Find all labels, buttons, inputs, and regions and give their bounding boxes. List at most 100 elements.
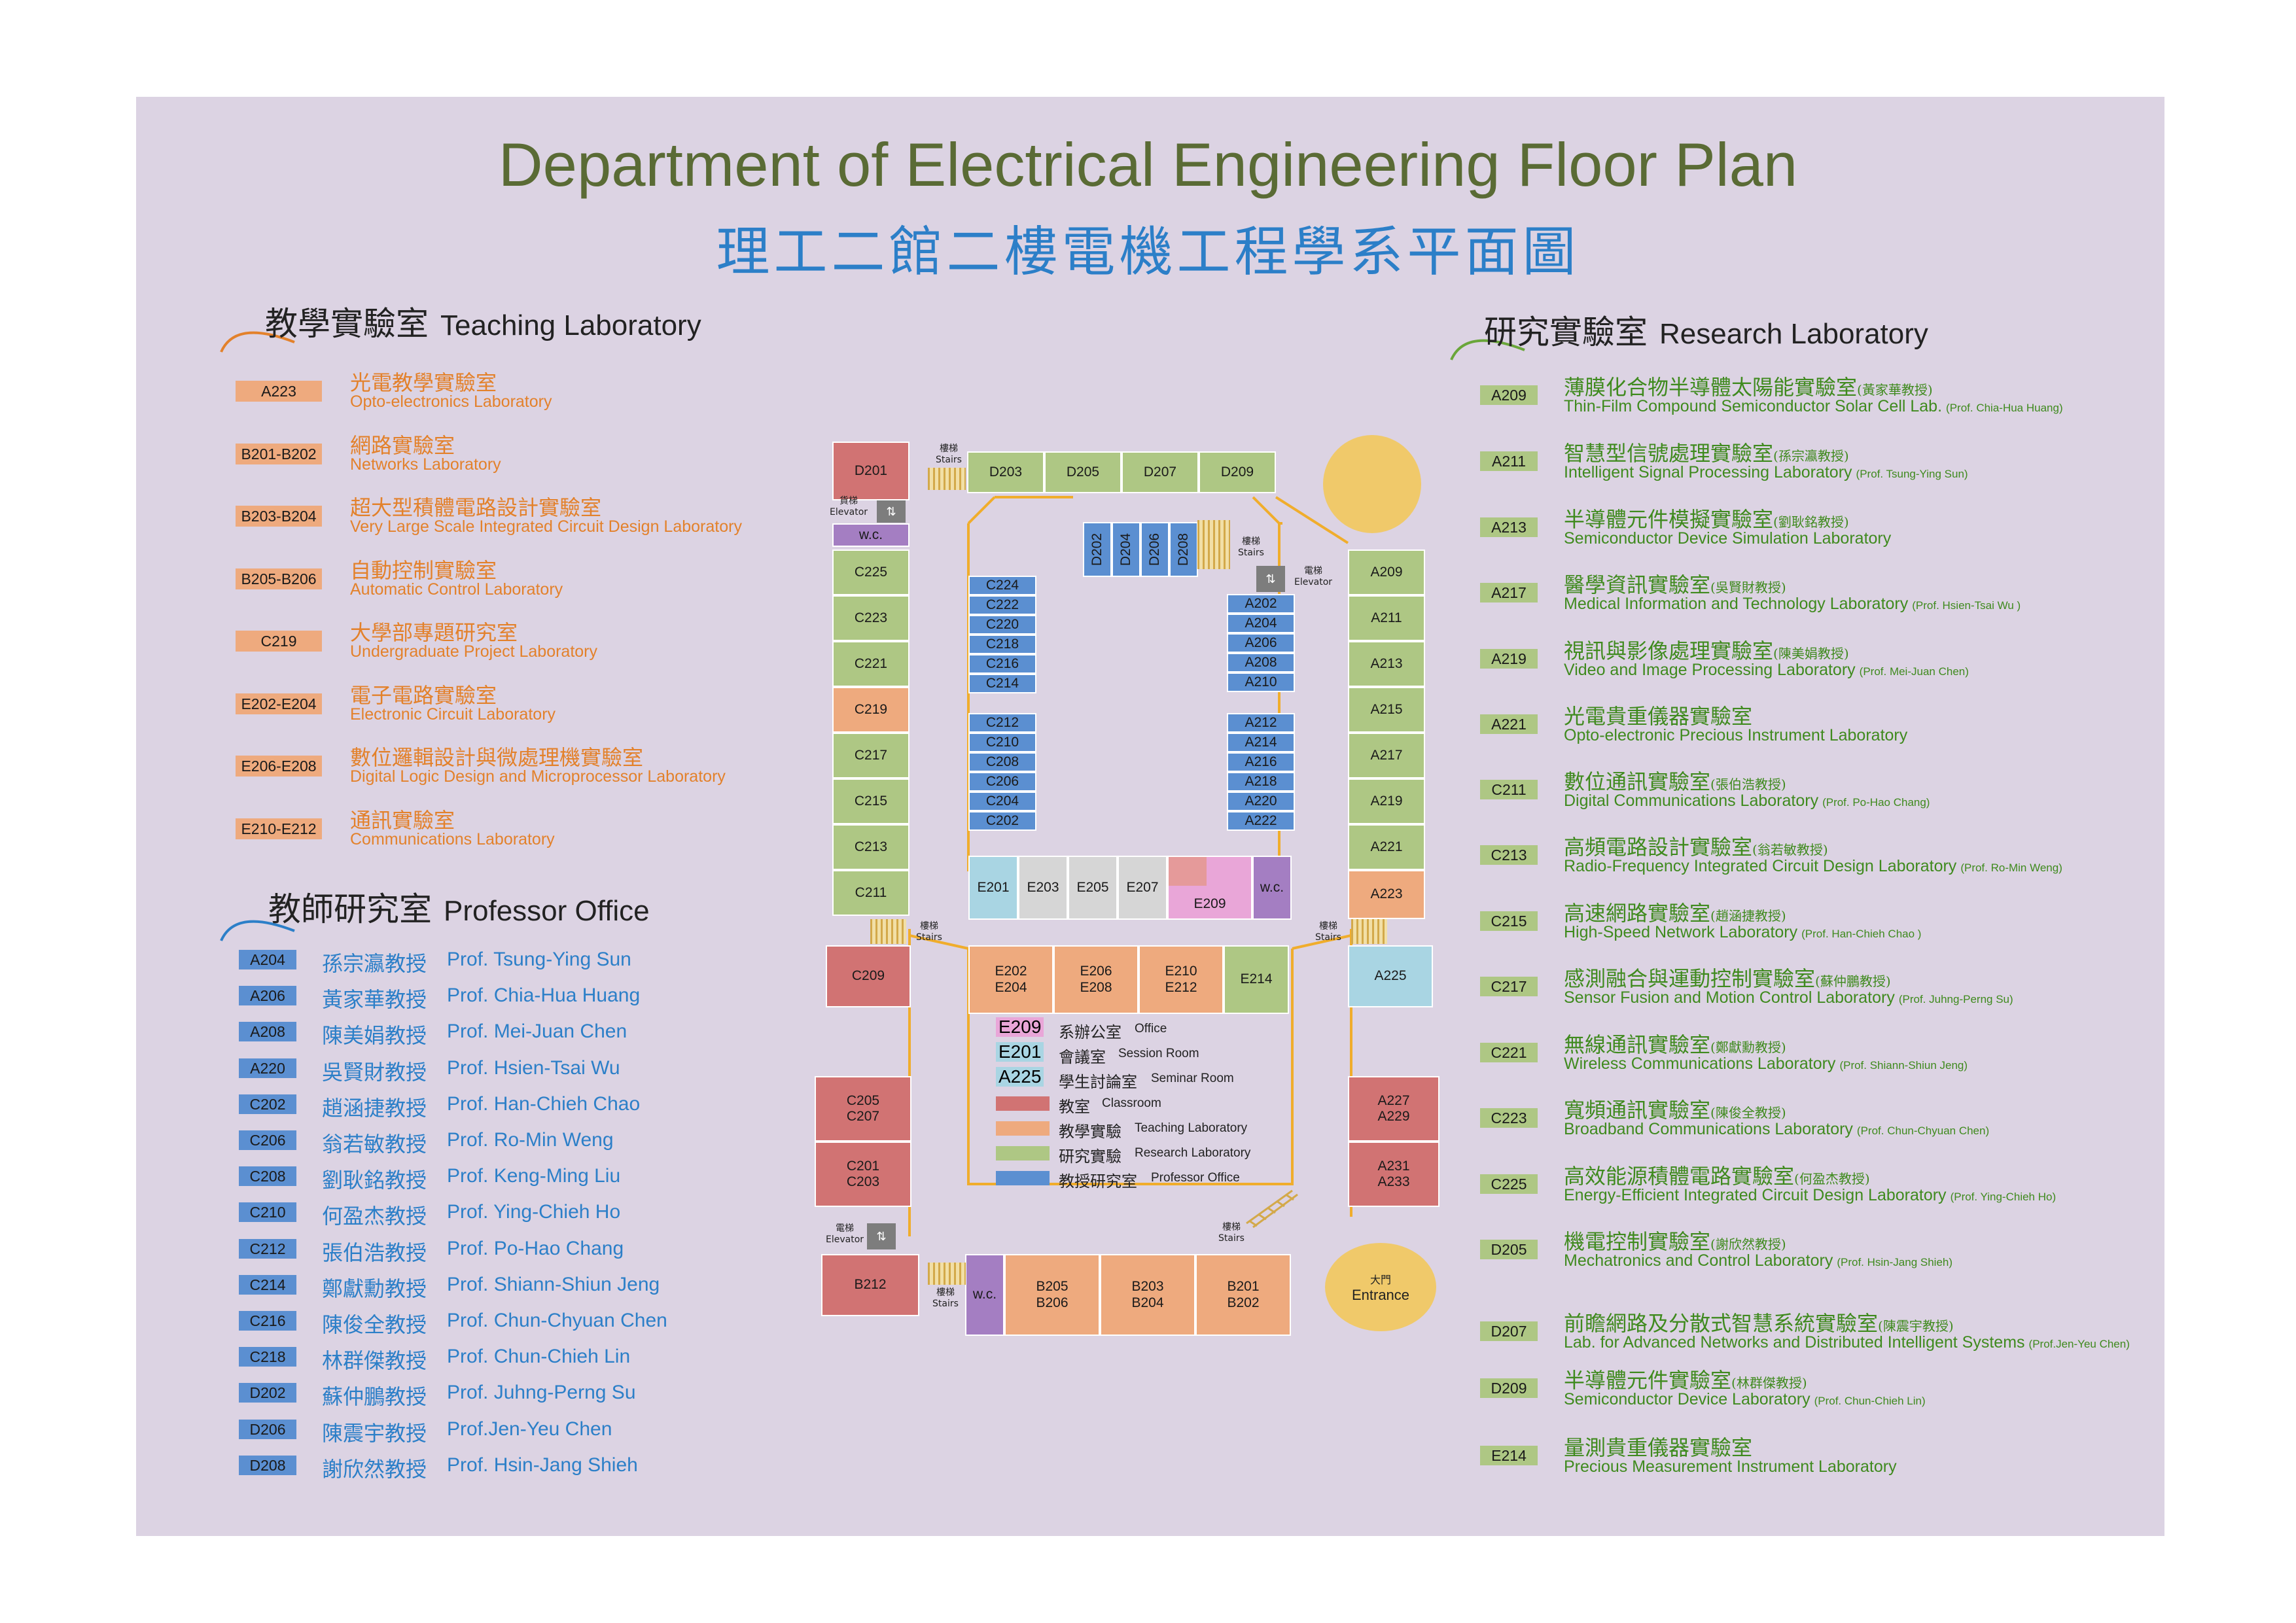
room-a223: A223 [1348,870,1425,919]
room-label: D201 [854,462,888,478]
room-label: B203 B204 [1131,1279,1164,1310]
room-c204: C204 [968,792,1036,811]
research-name-en: Semiconductor Device Simulation Laborato… [1564,529,1895,548]
research-name-en: Mechatronics and Control Laboratory(Prof… [1564,1251,1952,1270]
research-room-code: A221 [1480,714,1538,734]
professor-name-zh: 何盈杰教授 [322,1204,427,1229]
room-label: A208 [1245,654,1277,670]
room-c218: C218 [968,635,1036,654]
room-c213: C213 [832,824,910,870]
teaching-name-en: Digital Logic Design and Microprocessor … [350,767,726,786]
legend-label-zh: 會議室 [1059,1048,1106,1066]
room-label: A227 A229 [1377,1092,1410,1124]
research-name-zh-text: 光電貴重儀器實驗室 [1564,704,1753,729]
entrance-label-zh: 大門 [1369,1273,1391,1286]
room-c212: C212 [968,713,1036,733]
room-label: E203 [1027,879,1059,895]
research-name-en-text: Digital Communications Laboratory [1564,792,1819,810]
research-name-en-text: Intelligent Signal Processing Laboratory [1564,463,1852,481]
research-name-en: Semiconductor Device Laboratory(Prof. Ch… [1564,1390,1926,1409]
room-label: A206 [1245,635,1277,650]
room-label: A222 [1245,812,1277,828]
room-label: C223 [854,610,888,625]
room-label: C208 [985,754,1019,769]
room-c209: C209 [826,945,911,1007]
teaching-name-zh: 數位邏輯設計與微處理機實驗室 [350,745,644,770]
room-b203-b204: B203 B204 [1100,1254,1195,1336]
research-professor-zh: (翁若敏教授) [1752,842,1828,858]
legend-swatch [996,1121,1050,1136]
research-professor-zh: (劉耿銘教授) [1773,514,1849,530]
research-name-zh-text: 前瞻網路及分散式智慧系統實驗室 [1564,1311,1879,1336]
room-c201-c203: C201 C203 [815,1142,911,1207]
room-label: E205 [1076,879,1109,895]
research-heading-zh: 研究實驗室 [1484,313,1648,351]
room-e202-e204: E202 E204 [968,945,1053,1014]
professor-name-en: Prof. Mei-Juan Chen [447,1021,627,1043]
professor-room-code: C216 [239,1311,296,1331]
research-professor-zh: (吳賢財教授) [1710,580,1786,595]
professor-name-en: Prof.Jen-Yeu Chen [447,1418,612,1440]
legend-label-zh: 研究實驗 [1059,1147,1122,1166]
professor-name-en: Prof. Han-Chieh Chao [447,1092,641,1115]
research-name-en: Medical Information and Technology Labor… [1564,595,2021,614]
room-a211: A211 [1348,595,1425,641]
room-c223: C223 [832,595,910,641]
research-name-en: High-Speed Network Laboratory(Prof. Han-… [1564,923,1921,942]
research-professor-en: (Prof. Hsien-Tsai Wu ) [1912,599,2021,612]
professor-name-zh: 翁若敏教授 [322,1132,427,1157]
research-name-zh: 高效能源積體電路實驗室(何盈杰教授) [1564,1160,1870,1190]
swoosh-icon [220,331,295,353]
research-name-en: Opto-electronic Precious Instrument Labo… [1564,726,1911,745]
room-b205-b206: B205 B206 [1004,1254,1100,1336]
room-a218: A218 [1227,772,1295,792]
research-name-en-text: Radio-Frequency Integrated Circuit Desig… [1564,857,1957,875]
room-label: A211 [1371,610,1402,625]
research-name-zh: 光電貴重儀器實驗室 [1564,700,1752,730]
courtyard-circle [1323,435,1421,533]
research-name-en: Thin-Film Compound Semiconductor Solar C… [1564,397,2063,416]
teaching-name-zh: 自動控制實驗室 [350,557,497,583]
research-name-en: Lab. for Advanced Networks and Distribut… [1564,1333,2130,1352]
room-label: E202 E204 [995,964,1027,995]
research-name-zh-text: 薄膜化合物半導體太陽能實驗室 [1564,375,1858,400]
research-name-zh: 智慧型信號處理實驗室(孫宗瀛教授) [1564,437,1849,467]
research-name-en-text: Opto-electronic Precious Instrument Labo… [1564,726,1908,744]
professor-name-en: Prof. Po-Hao Chang [447,1237,624,1259]
teaching-name-zh: 超大型積體電路設計實驗室 [350,495,602,520]
room-label: E201 [977,879,1010,895]
room-a214: A214 [1227,733,1295,752]
room-label: A202 [1245,595,1277,611]
research-name-en: Radio-Frequency Integrated Circuit Desig… [1564,857,2062,876]
research-professor-en: (Prof. Chia-Hua Huang) [1946,402,2063,414]
legend-label-zh: 學生討論室 [1059,1073,1137,1091]
room-a204: A204 [1227,614,1295,633]
legend-label-en: Office [1135,1022,1167,1036]
research-professor-zh: (林群傑教授) [1731,1375,1807,1391]
room-a210: A210 [1227,672,1295,692]
professor-room-code: C208 [239,1166,296,1187]
room-c214: C214 [968,674,1036,693]
professor-room-code: C202 [239,1094,296,1114]
room-label: E214 [1240,971,1273,987]
room-label: B212 [854,1277,887,1293]
stairs-diagonal-icon [1246,1189,1298,1229]
room-d202: D202 [1083,522,1112,577]
teaching-name-zh: 通訊實驗室 [350,807,455,833]
room-d207: D207 [1122,451,1199,493]
swoosh-icon [220,920,295,941]
room-a231-a233: A231 A233 [1348,1142,1439,1207]
research-name-en-text: Sensor Fusion and Motion Control Laborat… [1564,988,1895,1007]
room-label: A209 [1370,564,1403,580]
professor-room-code: A220 [239,1058,296,1078]
professor-name-zh: 張伯浩教授 [322,1240,427,1265]
room-label: C206 [985,773,1019,789]
stairs-icon [928,468,966,490]
room-label: A215 [1370,701,1403,717]
professor-name-en: Prof. Shiann-Shiun Jeng [447,1273,660,1295]
room-a221: A221 [1348,824,1425,870]
professor-name-en: Prof. Keng-Ming Liu [447,1165,621,1187]
